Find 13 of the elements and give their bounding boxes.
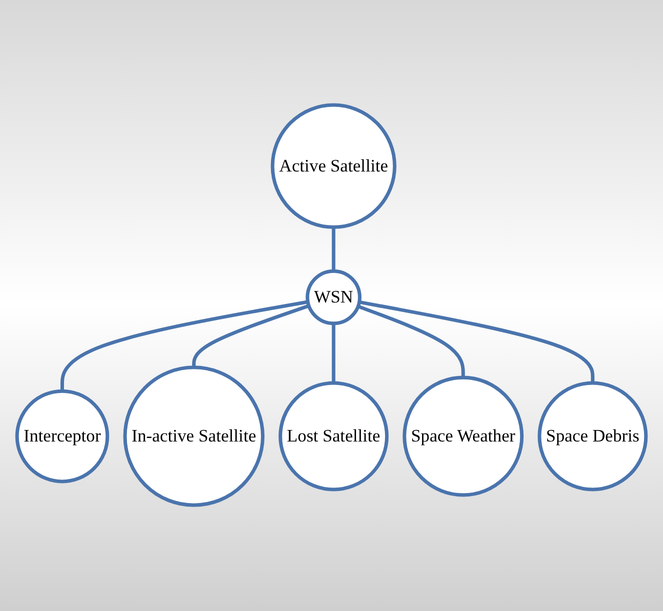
node-circle: WSN [306,270,362,326]
node-circle: Lost Satellite [278,382,389,492]
node-circle: Active Satellite [270,104,396,230]
node-circle: In-active Satellite [123,366,264,508]
connector [357,305,465,378]
connector [192,304,310,368]
node-circle: Space Debris [538,382,648,492]
node-circle: Interceptor [15,390,110,484]
connector [332,324,336,384]
connector [60,300,308,392]
connector [332,228,336,272]
node-circle: Space Weather [402,376,524,498]
connector [358,300,594,384]
